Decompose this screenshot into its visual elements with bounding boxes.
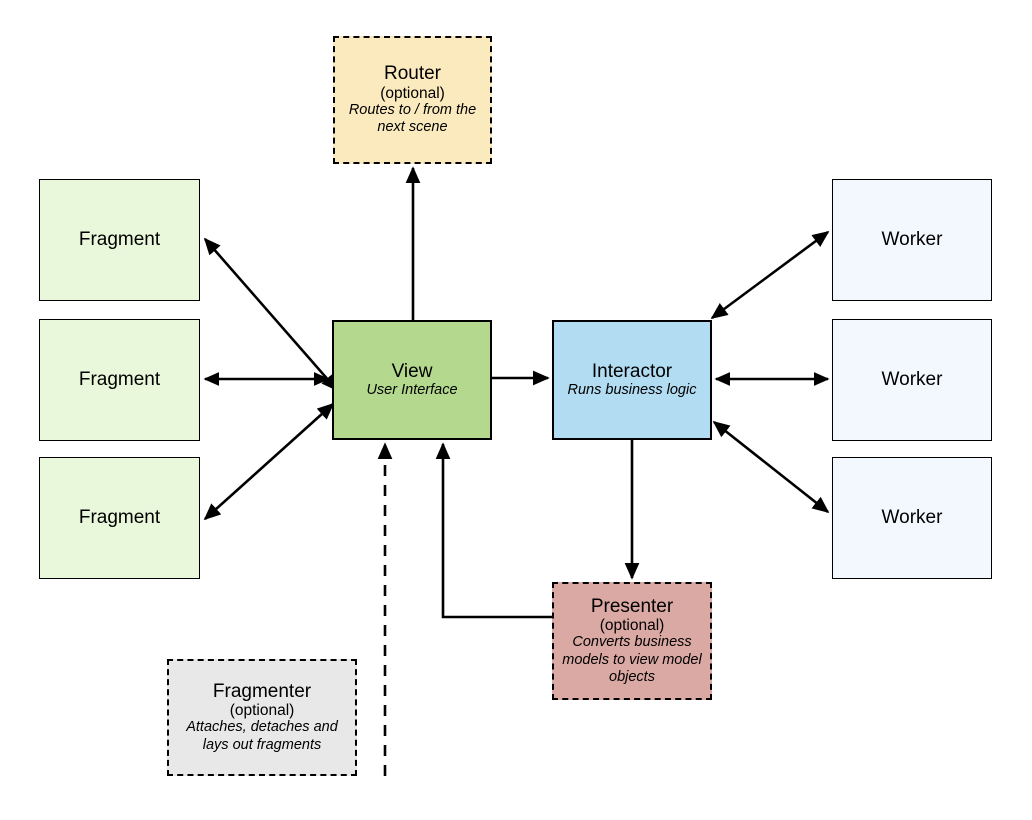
node-worker-1-title: Worker bbox=[881, 229, 943, 251]
node-presenter-title: Presenter bbox=[590, 595, 674, 617]
node-worker-1[interactable]: Worker bbox=[832, 179, 992, 301]
node-fragmenter-title: Fragmenter bbox=[212, 680, 312, 702]
node-interactor[interactable]: Interactor Runs business logic bbox=[552, 320, 712, 440]
node-router-title: Router bbox=[383, 63, 442, 85]
node-fragment-3[interactable]: Fragment bbox=[39, 457, 200, 579]
node-view[interactable]: View User Interface bbox=[332, 320, 492, 440]
node-router-subtitle: (optional) bbox=[380, 84, 445, 102]
node-presenter-description: Converts business models to view model o… bbox=[562, 634, 702, 685]
node-router-description: Routes to / from the next scene bbox=[348, 101, 477, 136]
node-fragmenter[interactable]: Fragmenter (optional) Attaches, detaches… bbox=[167, 659, 357, 776]
node-fragment-2-title: Fragment bbox=[78, 369, 161, 391]
node-view-description: User Interface bbox=[366, 381, 458, 398]
node-fragment-3-title: Fragment bbox=[78, 507, 161, 529]
node-interactor-title: Interactor bbox=[591, 360, 673, 382]
node-worker-2[interactable]: Worker bbox=[832, 319, 992, 441]
edge-interactor-worker3 bbox=[712, 420, 830, 514]
edge-fragment1-view bbox=[203, 237, 339, 392]
node-fragmenter-description: Attaches, detaches and lays out fragment… bbox=[186, 719, 338, 753]
edge-presenter-to-view bbox=[435, 442, 552, 619]
node-fragment-1-title: Fragment bbox=[78, 229, 161, 251]
node-interactor-description: Runs business logic bbox=[567, 381, 697, 398]
node-presenter[interactable]: Presenter (optional) Converts business m… bbox=[552, 582, 712, 700]
node-presenter-subtitle: (optional) bbox=[599, 616, 665, 634]
node-fragmenter-subtitle: (optional) bbox=[229, 702, 295, 720]
node-worker-2-title: Worker bbox=[881, 369, 943, 391]
node-view-title: View bbox=[391, 360, 433, 382]
node-router[interactable]: Router (optional) Routes to / from the n… bbox=[333, 36, 492, 164]
node-worker-3-title: Worker bbox=[881, 507, 943, 529]
node-fragment-2[interactable]: Fragment bbox=[39, 319, 200, 441]
node-worker-3[interactable]: Worker bbox=[832, 457, 992, 579]
node-fragment-1[interactable]: Fragment bbox=[39, 179, 200, 301]
edge-fragment3-view bbox=[203, 402, 335, 521]
edge-interactor-worker1 bbox=[710, 230, 830, 320]
